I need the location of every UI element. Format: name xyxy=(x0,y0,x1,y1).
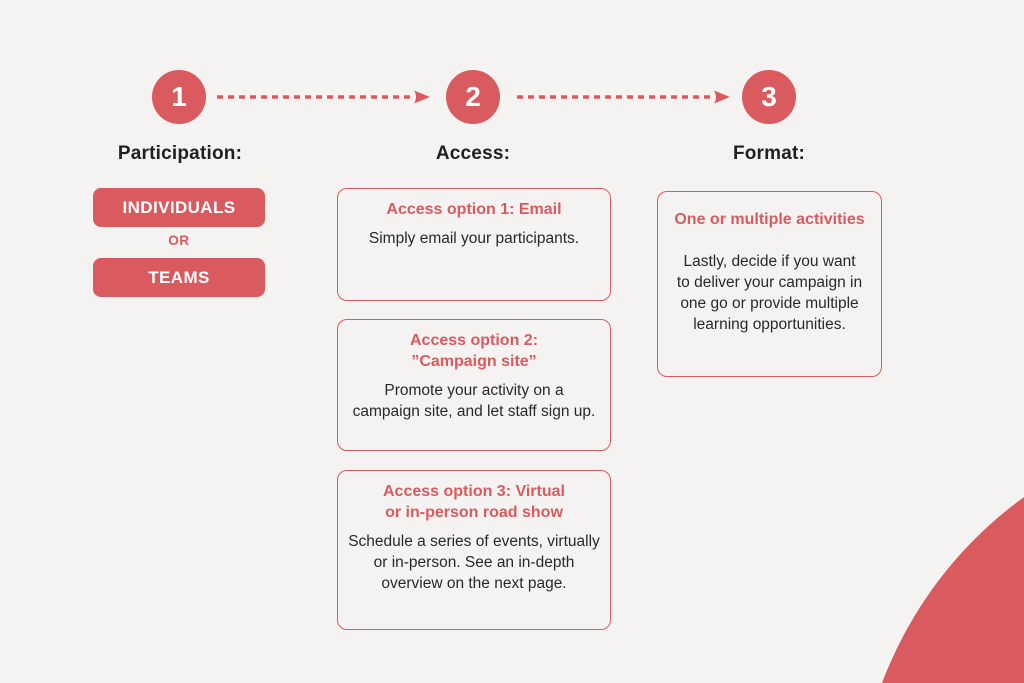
teams-label: TEAMS xyxy=(148,267,210,287)
format-options-body: Lastly, decide if you want to deliver yo… xyxy=(676,252,863,334)
step-1-number: 1 xyxy=(171,81,187,112)
step-2-circle: 2 xyxy=(446,70,500,124)
teams-pill: TEAMS xyxy=(93,258,265,297)
step-3-number: 3 xyxy=(761,81,777,112)
access-option-1-card: Access option 1: Email Simply email your… xyxy=(337,188,611,301)
corner-circle-decoration xyxy=(856,420,1024,683)
dashed-arrow-icon xyxy=(517,90,730,104)
individuals-pill: INDIVIDUALS xyxy=(93,188,265,227)
access-option-2-title: Access option 2: ”Campaign site” xyxy=(409,332,539,370)
access-option-1-title: Access option 1: Email xyxy=(386,201,562,218)
access-option-1-body: Simply email your participants. xyxy=(368,229,580,247)
participation-heading: Participation: xyxy=(117,143,243,164)
access-option-2-card: Access option 2: ”Campaign site” Promote… xyxy=(337,319,611,451)
format-options-title: One or multiple activities xyxy=(674,211,865,228)
individuals-label: INDIVIDUALS xyxy=(122,197,236,217)
access-option-3-card: Access option 3: Virtual or in-person ro… xyxy=(337,470,611,630)
step-1-circle: 1 xyxy=(152,70,206,124)
format-heading: Format: xyxy=(732,143,806,164)
access-option-3-title: Access option 3: Virtual or in-person ro… xyxy=(383,483,565,521)
access-option-2-body: Promote your activity on a campaign site… xyxy=(352,381,596,420)
dashed-arrow-icon xyxy=(217,90,430,104)
or-connector-label: OR xyxy=(168,233,190,248)
step-3-circle: 3 xyxy=(742,70,796,124)
format-options-card: One or multiple activities Lastly, decid… xyxy=(657,191,882,377)
step-2-number: 2 xyxy=(465,81,481,112)
access-option-3-body: Schedule a series of events, virtually o… xyxy=(348,532,600,592)
access-heading: Access: xyxy=(435,143,511,164)
